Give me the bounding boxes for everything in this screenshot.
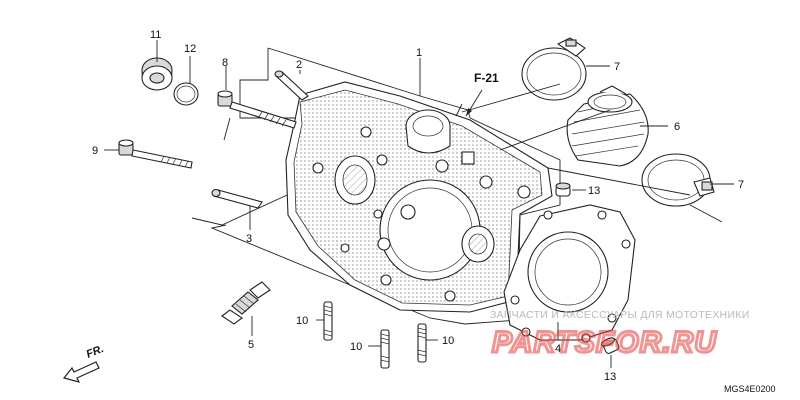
callout-12: 12 [184, 43, 196, 55]
leader-lines [104, 40, 734, 368]
callout-10-left: 10 [296, 315, 308, 327]
front-direction-label: FR. [85, 343, 106, 361]
stud-bolt-left [323, 301, 333, 341]
head-gasket [503, 204, 636, 343]
callout-4: 4 [555, 343, 561, 355]
cylinder-head [285, 81, 553, 313]
flange-bolt-long [118, 139, 193, 169]
front-direction-indicator: FR. [62, 343, 106, 383]
watermark-brand: PARTSFOR.RU [492, 326, 717, 359]
stud-bolt-center [380, 329, 390, 369]
callout-10-center: 10 [350, 341, 362, 353]
callout-13-lower: 13 [604, 371, 616, 383]
callout-8: 8 [222, 57, 228, 69]
dowel-pin-lower [211, 188, 263, 209]
callout-13-upper: 13 [588, 185, 600, 197]
front-arrow-icon [62, 361, 100, 383]
callout-5: 5 [248, 339, 254, 351]
o-ring [173, 82, 199, 106]
callout-6: 6 [674, 121, 680, 133]
callout-11: 11 [150, 29, 161, 41]
insulator-clamp-bottom [641, 153, 715, 207]
callout-9: 9 [92, 145, 98, 157]
insulator-clamp-top [521, 37, 587, 101]
callout-10-right: 10 [442, 335, 454, 347]
callout-labels: 1 2 3 4 5 6 7 7 8 9 10 10 10 11 12 13 13 [92, 29, 744, 383]
callout-7-top: 7 [614, 61, 620, 73]
callout-7-bottom: 7 [738, 179, 744, 191]
insulator [566, 85, 649, 167]
diagram-code: MGS4E0200 [724, 384, 776, 394]
stud-bolt-right [417, 323, 427, 363]
dowel-pin-upper [274, 70, 309, 101]
flange-bolt-short [217, 90, 297, 129]
dowel-collar-lower [600, 337, 620, 354]
callout-2: 2 [296, 59, 302, 71]
watermark: ЗАПЧАСТИ И АКСЕССУАРЫ ДЛЯ МОТОТЕХНИКИ PA… [490, 309, 750, 361]
spark-plug [221, 281, 271, 325]
dowel-collar-upper [555, 182, 571, 197]
tappet-cap [141, 57, 173, 91]
watermark-caption: ЗАПЧАСТИ И АКСЕССУАРЫ ДЛЯ МОТОТЕХНИКИ [490, 309, 750, 321]
reference-label: F-21 [474, 71, 499, 85]
callout-3: 3 [246, 233, 252, 245]
callout-1: 1 [416, 47, 422, 59]
